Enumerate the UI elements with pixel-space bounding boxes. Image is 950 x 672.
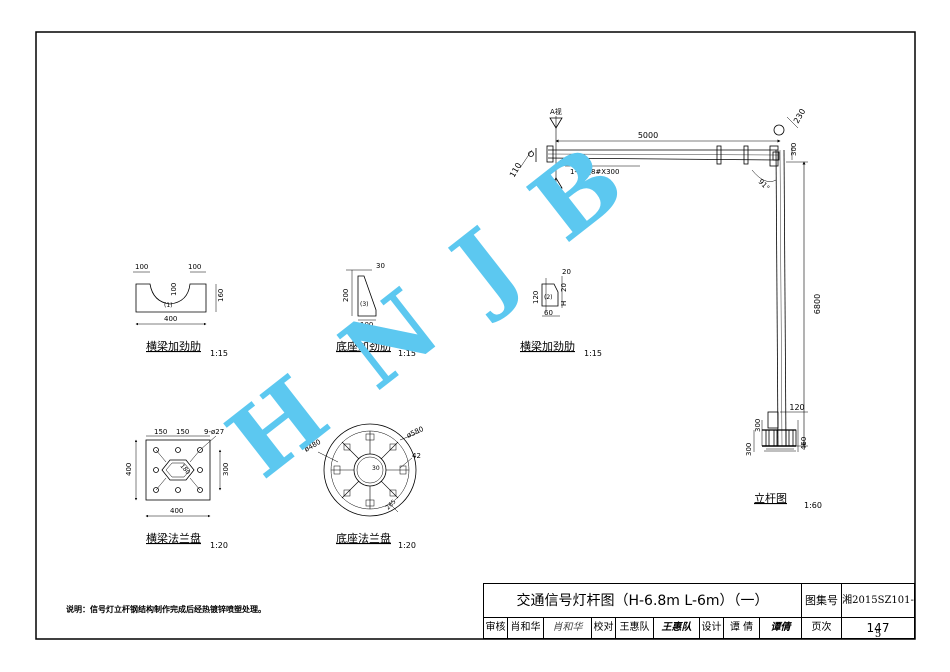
- dim-450: 450: [800, 437, 808, 450]
- flange-dim-400-bottom: 400: [170, 507, 183, 515]
- beam-rib-1: [133, 271, 217, 326]
- page-label: 页次: [802, 618, 842, 638]
- flange-dim-150-right: 150: [176, 428, 189, 436]
- signature-review: 肖和华: [544, 618, 592, 638]
- base-rib-dim-200: 200: [342, 289, 350, 302]
- base-flange-dim-30: 30: [372, 465, 380, 472]
- rib2-dim-20-side: 20: [560, 283, 568, 292]
- label-channel: 1-槽钢8#X300: [570, 167, 619, 176]
- name-check: 王惠队: [616, 618, 654, 638]
- base-rib: [346, 269, 377, 321]
- base-flange-dim-42: 42: [412, 452, 421, 460]
- rib2-dim-20-top: 20: [562, 268, 571, 276]
- drawing-note: 说明：信号灯立杆钢结构制作完成后经热镀锌喷塑处理。: [66, 604, 266, 614]
- beam-flange: [134, 435, 222, 518]
- base-flange-title: 底座法兰盘: [336, 531, 391, 545]
- atlas-label: 图集号: [802, 584, 842, 618]
- name-design: 谭 倩: [724, 618, 760, 638]
- rib1-dim-400: 400: [164, 315, 177, 323]
- watermark: H N J B: [207, 118, 651, 500]
- flange-dim-150-left: 150: [154, 428, 167, 436]
- name-review: 肖和华: [508, 618, 544, 638]
- rib2-dim-h: H: [560, 301, 568, 306]
- flange-dim-holes: 9-ø27: [204, 428, 224, 436]
- beam-flange-scale: 1:20: [210, 541, 228, 550]
- dim-300-top: 300: [790, 143, 798, 156]
- base-flange: [317, 423, 421, 517]
- beam-flange-title: 横梁法兰盘: [146, 531, 201, 545]
- rib1-dim-160: 160: [217, 289, 225, 302]
- pole-top-circle: [773, 124, 785, 136]
- pole-drawing: [519, 116, 808, 452]
- base-rib-scale: 1:15: [398, 349, 416, 358]
- flange-dim-400-side: 400: [125, 463, 133, 476]
- dim-5000: 5000: [638, 131, 658, 140]
- sheet-frame: [35, 31, 916, 640]
- dim-120: 120: [789, 403, 804, 412]
- page-number: 147: [866, 621, 890, 635]
- drawing-title: 交通信号灯杆图（H-6.8m L-6m）（一）: [484, 584, 802, 618]
- label-a-view: A视: [550, 107, 562, 116]
- base-rib-dim-30: 30: [376, 262, 385, 270]
- beam-rib-1-title: 横梁加劲肋: [146, 339, 201, 353]
- rib2-dim-120: 120: [532, 291, 540, 304]
- flange-dim-300: 300: [222, 463, 230, 476]
- pole-scale: 1:60: [804, 501, 822, 510]
- beam-rib-2-title: 横梁加劲肋: [520, 339, 575, 353]
- beam-rib-1-scale: 1:15: [210, 349, 228, 358]
- dim-300-low: 300: [745, 443, 753, 456]
- dim-230: 230: [792, 107, 807, 125]
- signature-check: 王惠队: [654, 618, 700, 638]
- dim-6800: 6800: [813, 294, 822, 314]
- pole-title: 立杆图: [754, 491, 787, 505]
- rib1-mark: (1): [164, 302, 173, 309]
- base-flange-dim-580: ø580: [405, 425, 424, 440]
- rib1-dim-100-right: 100: [188, 263, 201, 271]
- base-rib-mark: (3): [360, 301, 369, 308]
- beam-rib-2-scale: 1:15: [584, 349, 602, 358]
- rib2-dim-60: 60: [544, 309, 553, 317]
- role-design: 设计: [700, 618, 724, 638]
- dim-300-mid: 300: [754, 419, 762, 432]
- base-flange-scale: 1:20: [398, 541, 416, 550]
- title-block: 交通信号灯杆图（H-6.8m L-6m）（一） 图集号 湘2015SZ101-5…: [483, 583, 915, 640]
- signature-design: 谭倩: [760, 618, 802, 638]
- atlas-number: 湘2015SZ101-5: [842, 595, 914, 640]
- role-review: 审核: [484, 618, 508, 638]
- rib1-dim-100-mid: 100: [170, 283, 178, 296]
- base-rib-title: 底座加劲肋: [336, 339, 391, 353]
- dim-91deg: 91°: [757, 178, 771, 192]
- base-rib-dim-100: 100: [360, 321, 373, 329]
- role-check: 校对: [592, 618, 616, 638]
- rib1-dim-100-left: 100: [135, 263, 148, 271]
- rib2-mark: (2): [544, 294, 553, 301]
- beam-rib-2: [541, 276, 563, 317]
- label-b-view: B视: [548, 193, 560, 202]
